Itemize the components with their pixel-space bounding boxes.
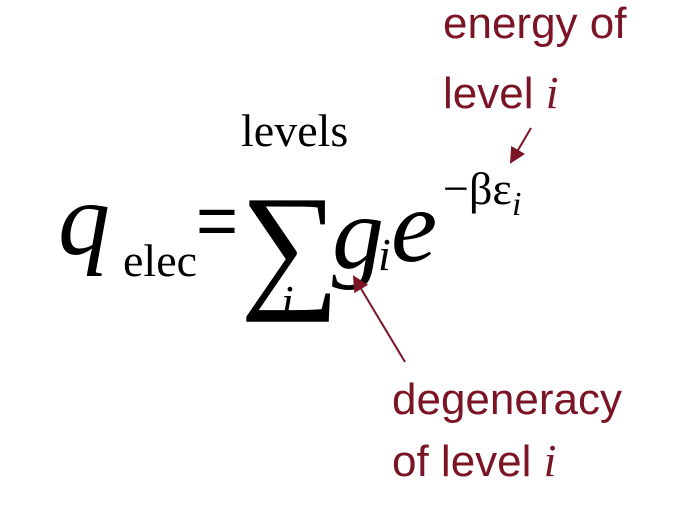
- sum-lower-index: i: [281, 276, 294, 327]
- degeneracy-symbol: g: [332, 176, 384, 291]
- energy-annotation-text: level: [443, 69, 546, 118]
- energy-arrow: [509, 127, 532, 164]
- sum-upper-limit: levels: [241, 105, 349, 156]
- exponent-subscript: i: [512, 186, 522, 223]
- q-subscript: elec: [123, 235, 198, 286]
- equals-sign: =: [196, 181, 239, 261]
- degeneracy-subscript: i: [378, 229, 391, 280]
- energy-annotation-var: i: [545, 67, 559, 118]
- degeneracy-annotation-line1: degeneracy: [392, 375, 622, 424]
- exponential-base: e: [391, 169, 438, 284]
- degeneracy-annotation-var: i: [543, 435, 557, 486]
- degeneracy-arrow: [352, 275, 406, 363]
- q-symbol: q: [58, 162, 110, 277]
- energy-annotation-line1: energy of: [443, 0, 627, 48]
- energy-annotation-line2: level i: [443, 70, 559, 116]
- degeneracy-annotation-text: of level: [392, 437, 544, 486]
- exponent: −βε: [443, 163, 512, 214]
- summation-symbol: ∑: [240, 168, 340, 323]
- degeneracy-annotation-line2: of level i: [392, 438, 556, 484]
